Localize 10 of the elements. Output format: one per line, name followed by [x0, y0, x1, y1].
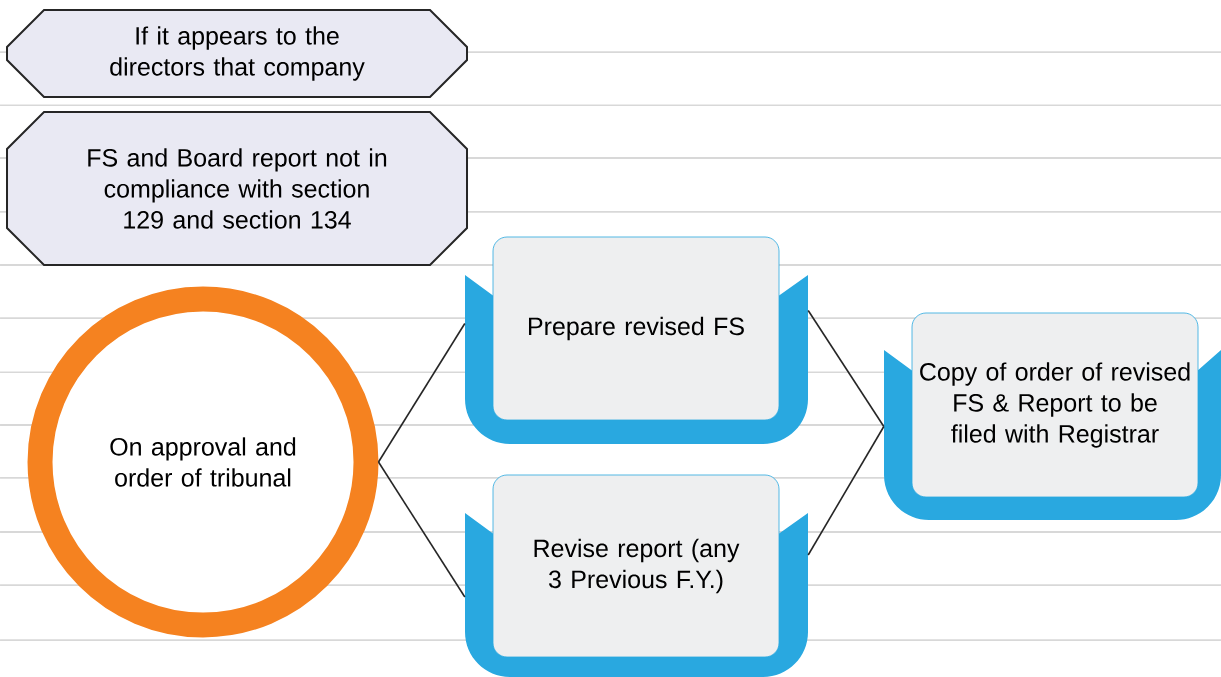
tabbed-box: Revise report (any 3 Previous F.Y.): [465, 474, 808, 677]
node-label: On approval and order of tribunal: [110, 437, 296, 487]
connector-line: [377, 461, 466, 598]
connector-line: [807, 425, 885, 556]
tabbed-box: Prepare revised FS: [465, 236, 808, 444]
tabbed-box: Copy of order of revised FS & Report to be filed with Registrar: [884, 312, 1221, 520]
connector-line: [377, 322, 466, 463]
hexagon-box: FS and Board report not in compliance with section 129 and section 134: [6, 111, 468, 266]
connector-line: [807, 309, 885, 428]
hexagon-box: If it appears to the directors that company: [6, 9, 468, 98]
